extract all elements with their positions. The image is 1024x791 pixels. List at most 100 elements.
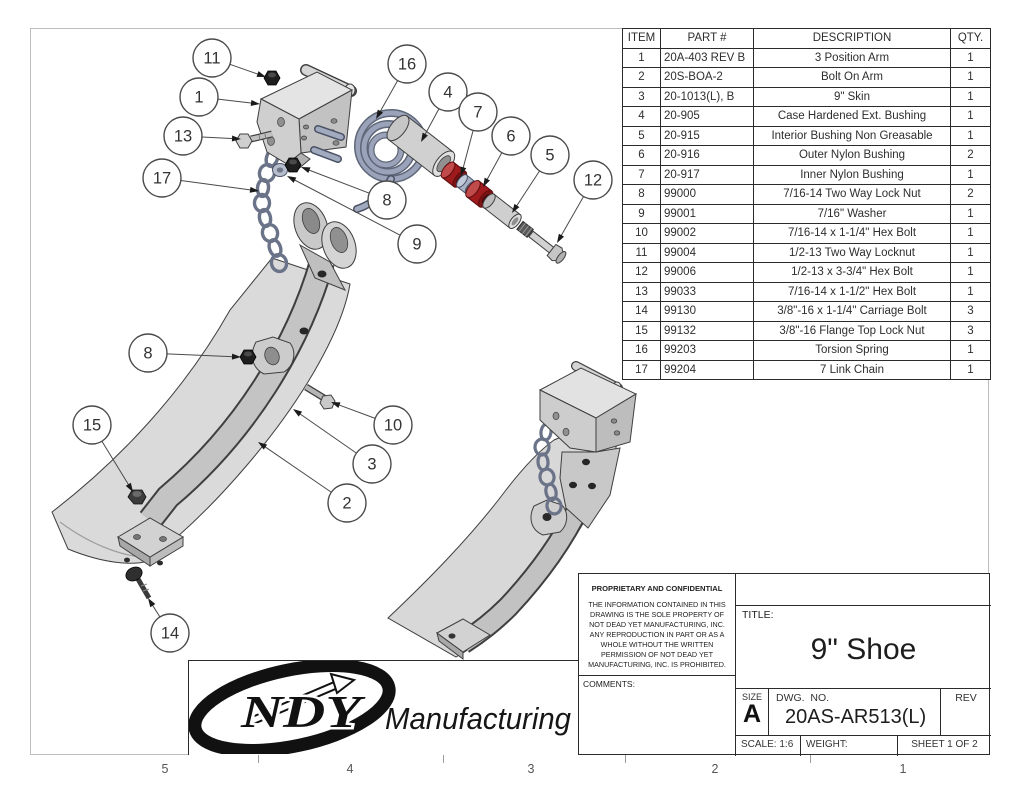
drawing-title: 9" Shoe <box>810 633 917 666</box>
bom-cell: Interior Bushing Non Greasable <box>753 125 951 146</box>
bom-cell: 1/2-13 x 3-3/4" Hex Bolt <box>753 262 951 283</box>
bom-cell: 9" Skin <box>753 86 951 107</box>
bom-header-cell: ITEM <box>622 28 661 49</box>
bom-cell: 17 <box>622 359 661 380</box>
title-cell: TITLE: 9" Shoe <box>736 606 991 689</box>
zone-label-5: 5 <box>161 762 169 776</box>
bom-cell: 4 <box>622 106 661 127</box>
size-value: A <box>742 700 762 728</box>
ndy-logo: NDY Manufacturing <box>188 659 571 757</box>
bom-cell: 20-1013(L), B <box>660 86 754 107</box>
bom-cell: 5 <box>622 125 661 146</box>
zone-tick <box>258 755 259 763</box>
bom-cell: 7 <box>622 164 661 185</box>
zone-tick <box>810 755 811 763</box>
bom-cell: 1 <box>950 164 991 185</box>
title-block: PROPRIETARY AND CONFIDENTIAL THE INFORMA… <box>578 573 991 756</box>
bom-cell: Outer Nylon Bushing <box>753 145 951 166</box>
bom-cell: 99033 <box>660 281 754 302</box>
bom-cell: Torsion Spring <box>753 340 951 361</box>
dwg-number: 20AS-AR513(L) <box>785 706 927 728</box>
rev-cell: REV <box>941 689 991 736</box>
size-cell: SIZE A <box>736 689 769 736</box>
bom-cell: 11 <box>622 242 661 263</box>
bom-cell: 2 <box>950 145 991 166</box>
bom-cell: 7 Link Chain <box>753 359 951 380</box>
zone-tick <box>625 755 626 763</box>
zone-label-2: 2 <box>711 762 719 776</box>
bom-header-cell: PART # <box>660 28 754 49</box>
bom-cell: 99004 <box>660 242 754 263</box>
bom-cell: 1 <box>950 223 991 244</box>
bom-cell: 20-915 <box>660 125 754 146</box>
bom-cell: 3/8"-16 x 1-1/4" Carriage Bolt <box>753 301 951 322</box>
bom-cell: 1 <box>950 125 991 146</box>
zone-label-4: 4 <box>346 762 354 776</box>
dwg-cell: DWG. NO. 20AS-AR513(L) <box>769 689 941 736</box>
bom-cell: 7/16-14 x 1-1/2" Hex Bolt <box>753 281 951 302</box>
bom-cell: 1 <box>950 340 991 361</box>
bom-cell: 3 <box>950 320 991 341</box>
bom-cell: 1 <box>950 47 991 68</box>
scale-cell: SCALE: 1:6 <box>736 736 801 756</box>
bom-cell: 7/16-14 x 1-1/4" Hex Bolt <box>753 223 951 244</box>
proprietary-cell: PROPRIETARY AND CONFIDENTIAL THE INFORMA… <box>579 574 736 676</box>
bom-cell: 3/8"-16 Flange Top Lock Nut <box>753 320 951 341</box>
bom-cell: 1 <box>950 242 991 263</box>
bom-cell: 1 <box>622 47 661 68</box>
bom-cell: 10 <box>622 223 661 244</box>
bom-cell: 1 <box>950 67 991 88</box>
bom-cell: 3 Position Arm <box>753 47 951 68</box>
comments-label: COMMENTS: <box>583 679 635 689</box>
bom-cell: 8 <box>622 184 661 205</box>
bom-cell: Inner Nylon Bushing <box>753 164 951 185</box>
bom-cell: 20-905 <box>660 106 754 127</box>
bom-cell: 6 <box>622 145 661 166</box>
bom-cell: Bolt On Arm <box>753 67 951 88</box>
bom-cell: 9 <box>622 203 661 224</box>
dwg-label: DWG. NO. <box>776 692 830 704</box>
bom-cell: 99204 <box>660 359 754 380</box>
logo-primary-text: NDY <box>240 686 366 737</box>
bom-cell: 99002 <box>660 223 754 244</box>
bom-cell: 3 <box>950 301 991 322</box>
bom-cell: 1 <box>950 203 991 224</box>
bom-cell: 1 <box>950 86 991 107</box>
bom-cell: 99006 <box>660 262 754 283</box>
bom-cell: 2 <box>622 67 661 88</box>
bom-cell: 12 <box>622 262 661 283</box>
bom-cell: 15 <box>622 320 661 341</box>
bom-cell: 13 <box>622 281 661 302</box>
comments-cell: COMMENTS: <box>579 676 736 756</box>
bom-cell: 99203 <box>660 340 754 361</box>
size-label: SIZE <box>741 692 762 702</box>
bom-cell: Case Hardened Ext. Bushing <box>753 106 951 127</box>
bom-cell: 1 <box>950 262 991 283</box>
title-label: TITLE: <box>742 609 774 621</box>
bom-cell: 20-917 <box>660 164 754 185</box>
logo-swoosh <box>188 659 396 757</box>
rev-label: REV <box>955 692 977 704</box>
bom-cell: 99001 <box>660 203 754 224</box>
bom-cell: 20A-403 REV B <box>660 47 754 68</box>
bom-cell: 7/16" Washer <box>753 203 951 224</box>
bom-cell: 1 <box>950 281 991 302</box>
